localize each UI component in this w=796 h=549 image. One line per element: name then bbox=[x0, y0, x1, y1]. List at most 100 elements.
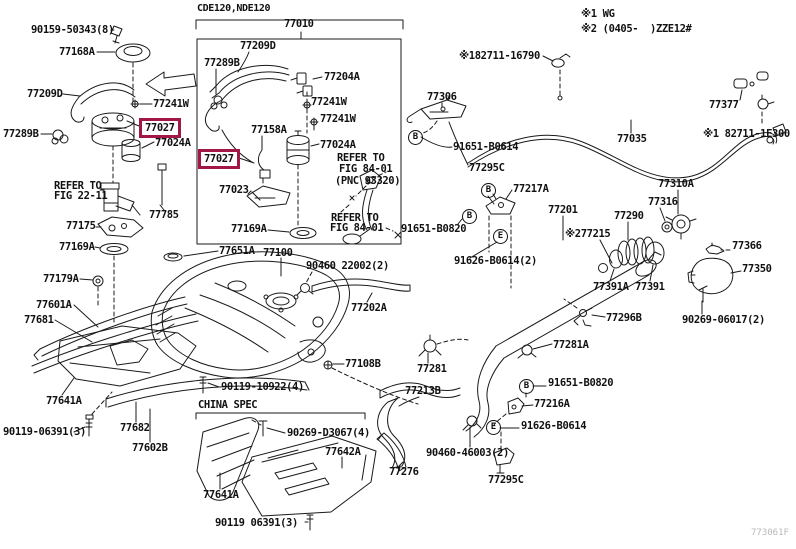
part-label-77100: 77100 bbox=[263, 247, 293, 259]
part-label-77241W: 77241W bbox=[320, 113, 356, 125]
part-label-77169A: 77169A bbox=[59, 241, 95, 253]
part-label-91651-B0820: 91651-B0820 bbox=[401, 223, 467, 235]
part-label-77377: 77377 bbox=[709, 99, 739, 111]
part-label-77785: 77785 bbox=[149, 209, 179, 221]
part-label-77027: 77027 bbox=[139, 118, 181, 138]
inset-detail-art bbox=[204, 51, 402, 245]
part-label-REFER-TO: REFER TO bbox=[54, 180, 102, 192]
diagram-watermark: 773061F bbox=[751, 528, 789, 538]
part-label-90119-06391-3: 90119 06391(3) bbox=[215, 517, 298, 529]
part-label-77216A: 77216A bbox=[534, 398, 570, 410]
assembly-number: 77010 bbox=[284, 18, 314, 30]
fastener-ref-b: B bbox=[481, 183, 496, 198]
part-label-90119-06391-3: 90119-06391(3) bbox=[3, 426, 86, 438]
part-label-77295C: 77295C bbox=[469, 162, 505, 174]
fastener-ref-e: E bbox=[486, 420, 501, 435]
part-label-77241W: 77241W bbox=[311, 96, 347, 108]
part-label-77201: 77201 bbox=[548, 204, 578, 216]
part-label-77204A: 77204A bbox=[324, 71, 360, 83]
part-label-91626-B0614-2: 91626-B0614(2) bbox=[454, 255, 537, 267]
part-label-77209D: 77209D bbox=[240, 40, 276, 52]
part-label-91651-B0614: 91651-B0614 bbox=[453, 141, 519, 153]
part-label-77306: 77306 bbox=[427, 91, 457, 103]
part-label-77641A: 77641A bbox=[46, 395, 82, 407]
part-label-77682: 77682 bbox=[120, 422, 150, 434]
part-label-77350: 77350 bbox=[742, 263, 772, 275]
part-label-77602B: 77602B bbox=[132, 442, 168, 454]
part-label-77276: 77276 bbox=[389, 466, 419, 478]
part-label-90159-50343-8: 90159-50343(8) bbox=[31, 24, 114, 36]
part-label-77316: 77316 bbox=[648, 196, 678, 208]
detail-arrow-icon bbox=[145, 71, 197, 97]
part-label-77290: 77290 bbox=[614, 210, 644, 222]
part-label-90460-46003-2: 90460-46003(2) bbox=[426, 447, 509, 459]
part-label-PNC-93320: (PNC 93320) bbox=[335, 175, 401, 187]
part-label-91626-B0614: 91626-B0614 bbox=[521, 420, 587, 432]
part-label-77281A: 77281A bbox=[553, 339, 589, 351]
screw-art bbox=[110, 25, 123, 44]
part-label-77168A: 77168A bbox=[59, 46, 95, 58]
fastener-ref-b: B bbox=[462, 209, 477, 224]
note-1: ※1 WG bbox=[581, 8, 615, 20]
part-label-1-82711-1E300: ※1 82711-1E300 bbox=[703, 128, 790, 140]
part-label-77241W: 77241W bbox=[153, 98, 189, 110]
part-label-FIG-22-11: FIG 22-11 bbox=[54, 190, 108, 202]
fastener-ref-b: B bbox=[519, 379, 534, 394]
fuel-pump-assembly-art bbox=[40, 43, 167, 323]
part-label-77202A: 77202A bbox=[351, 302, 387, 314]
filler-hose-art bbox=[376, 334, 553, 474]
lid-release-cable-art bbox=[406, 53, 787, 183]
model-header: CDE120,NDE120 bbox=[197, 3, 271, 14]
part-label-91651-B0820: 91651-B0820 bbox=[548, 377, 614, 389]
inset-frame bbox=[195, 19, 404, 245]
fastener-ref-b: B bbox=[408, 130, 423, 145]
part-label-277215: ※277215 bbox=[565, 228, 611, 240]
part-label-77169A: 77169A bbox=[231, 223, 267, 235]
part-label-90460-22002-2: 90460 22002(2) bbox=[306, 260, 389, 272]
part-label-77027: 77027 bbox=[198, 149, 240, 169]
part-label-FIG-84-01: FIG 84-01 bbox=[339, 163, 393, 175]
part-label-77213B: 77213B bbox=[405, 385, 441, 397]
part-label-90119-10922-4: 90119-10922(4) bbox=[221, 381, 304, 393]
part-label-77641A: 77641A bbox=[203, 489, 239, 501]
part-label-77281: 77281 bbox=[417, 363, 447, 375]
fuel-tank-art bbox=[150, 250, 419, 405]
evap-valve-art bbox=[457, 189, 516, 289]
part-label-77310A: 77310A bbox=[658, 178, 694, 190]
part-label-77175: 77175 bbox=[66, 220, 96, 232]
part-label-77209D: 77209D bbox=[27, 88, 63, 100]
part-label-REFER-TO: REFER TO bbox=[331, 212, 379, 224]
china-spec-label: CHINA SPEC bbox=[198, 399, 258, 411]
part-label-77108B: 77108B bbox=[345, 358, 381, 370]
part-label-77289B: 77289B bbox=[3, 128, 39, 140]
tank-straps-art bbox=[31, 296, 310, 443]
part-label-77024A: 77024A bbox=[320, 139, 356, 151]
china-spec-art bbox=[195, 412, 377, 531]
part-label-77681: 77681 bbox=[24, 314, 54, 326]
part-label-77024A: 77024A bbox=[155, 137, 191, 149]
part-label-FIG-84-01: FIG 84-01 bbox=[330, 222, 384, 234]
part-label-77295C: 77295C bbox=[488, 474, 524, 486]
part-label-90269-D3067-4: 90269-D3067(4) bbox=[287, 427, 370, 439]
part-label-77289B: 77289B bbox=[204, 57, 240, 69]
part-label-77391: 77391 bbox=[635, 281, 665, 293]
part-label-77296B: 77296B bbox=[606, 312, 642, 324]
part-label-77601A: 77601A bbox=[36, 299, 72, 311]
filler-pipe-art bbox=[495, 189, 742, 359]
part-label-77651A: 77651A bbox=[219, 245, 255, 257]
note-2: ※2 (0405- )ZZE12# bbox=[581, 23, 692, 35]
part-label-77023: 77023 bbox=[219, 184, 249, 196]
part-label-77158A: 77158A bbox=[251, 124, 287, 136]
part-label-90269-06017-2: 90269-06017(2) bbox=[682, 314, 765, 326]
part-label-77035: 77035 bbox=[617, 133, 647, 145]
part-label-77366: 77366 bbox=[732, 240, 762, 252]
part-label-77179A: 77179A bbox=[43, 273, 79, 285]
part-label-77642A: 77642A bbox=[325, 446, 361, 458]
fastener-ref-e: E bbox=[493, 229, 508, 244]
part-label-182711-16790: ※182711-16790 bbox=[459, 50, 540, 62]
part-label-77391A: 77391A bbox=[593, 281, 629, 293]
part-label-77217A: 77217A bbox=[513, 183, 549, 195]
